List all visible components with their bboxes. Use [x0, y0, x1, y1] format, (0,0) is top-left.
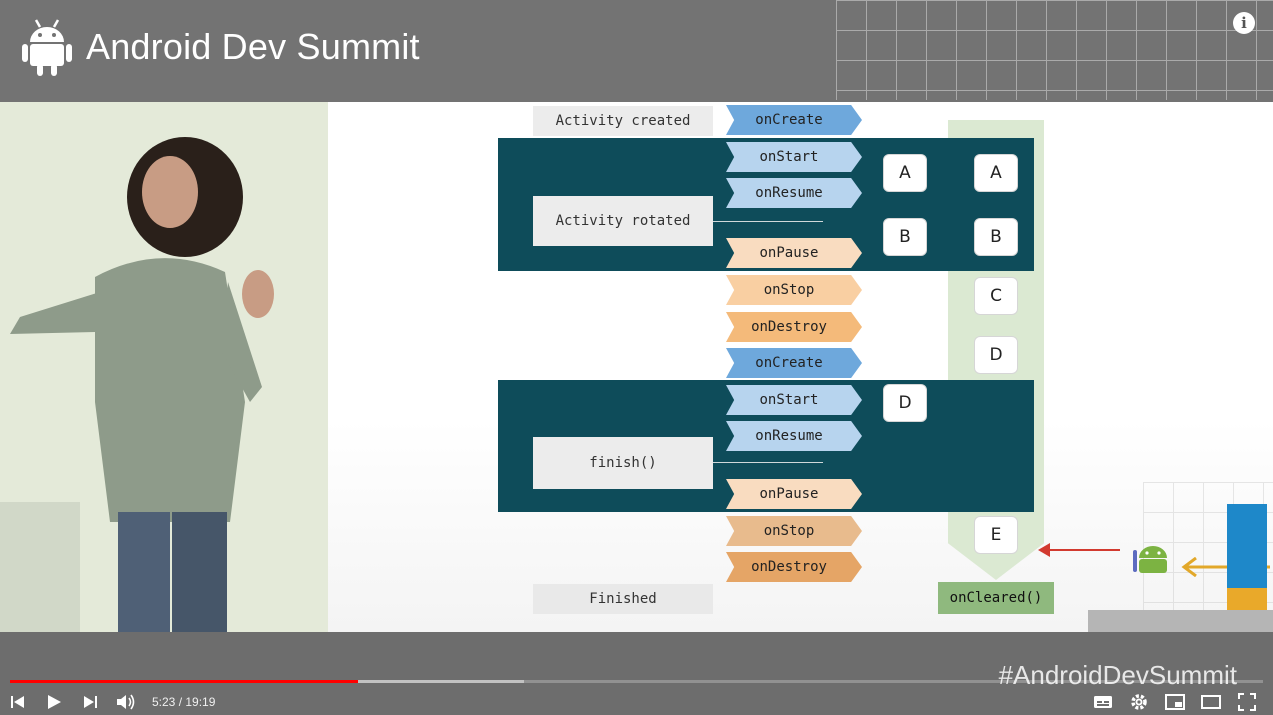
viewmodel-state-e: E [974, 516, 1018, 554]
previous-icon[interactable] [0, 688, 36, 715]
gray-base-decoration [1088, 610, 1273, 632]
progress-bar[interactable] [10, 680, 1263, 683]
next-icon[interactable] [72, 688, 108, 715]
yellow-bar-decoration [1227, 588, 1267, 610]
player-controls-bar: #AndroidDevSummit 5:23 / 19:19 [0, 632, 1273, 715]
volume-icon[interactable] [108, 688, 144, 715]
finished-label: Finished [533, 584, 713, 614]
ondestroy-step: onDestroy [726, 312, 862, 342]
oncreate-step-2: onCreate [726, 348, 862, 378]
viewmodel-state-a: A [974, 154, 1018, 192]
activity-created-label: Activity created [533, 106, 713, 136]
info-icon[interactable]: i [1233, 12, 1255, 34]
blue-bar-decoration [1227, 504, 1267, 588]
speaker-video-panel [0, 102, 328, 632]
android-mascot-icon [1133, 546, 1167, 573]
activity-state-d: D [883, 384, 927, 422]
brand-header: Android Dev Summit [22, 18, 420, 76]
activity-rotated-label: Activity rotated [533, 196, 713, 246]
oncreate-step: onCreate [726, 105, 862, 135]
progress-played [10, 680, 359, 683]
onstop-step: onStop [726, 275, 862, 305]
viewmodel-state-c: C [974, 277, 1018, 315]
activity-state-b: B [883, 218, 927, 256]
onstart-step: onStart [726, 142, 862, 172]
event-hashtag: #AndroidDevSummit [998, 660, 1237, 690]
play-icon[interactable] [36, 688, 72, 715]
onpause-step-2: onPause [726, 479, 862, 509]
miniplayer-icon[interactable] [1157, 688, 1193, 715]
right-controls [1085, 688, 1265, 715]
lifecycle-slide: Activity created onCreate Activity rotat… [328, 102, 1273, 632]
subtitles-icon[interactable] [1085, 688, 1121, 715]
onstart-step-2: onStart [726, 385, 862, 415]
control-row: 5:23 / 19:19 [0, 688, 1273, 715]
connector-line [713, 462, 823, 463]
settings-icon[interactable] [1121, 688, 1157, 715]
brand-title: Android Dev Summit [86, 26, 420, 67]
time-display: 5:23 / 19:19 [152, 694, 216, 709]
onpause-step: onPause [726, 238, 862, 268]
viewmodel-state-d: D [974, 336, 1018, 374]
viewmodel-state-b: B [974, 218, 1018, 256]
onresume-step: onResume [726, 178, 862, 208]
onstop-step-2: onStop [726, 516, 862, 546]
oncleared-label: onCleared() [938, 582, 1054, 614]
ondestroy-step-2: onDestroy [726, 552, 862, 582]
red-arrow-icon [1038, 543, 1120, 557]
connector-line [713, 221, 823, 222]
finish-label: finish() [533, 437, 713, 489]
speaker-figure [0, 102, 328, 632]
android-logo-icon [22, 19, 72, 76]
activity-state-a: A [883, 154, 927, 192]
header-grid-decoration [836, 0, 1273, 100]
onresume-step-2: onResume [726, 421, 862, 451]
fullscreen-icon[interactable] [1229, 688, 1265, 715]
theater-icon[interactable] [1193, 688, 1229, 715]
